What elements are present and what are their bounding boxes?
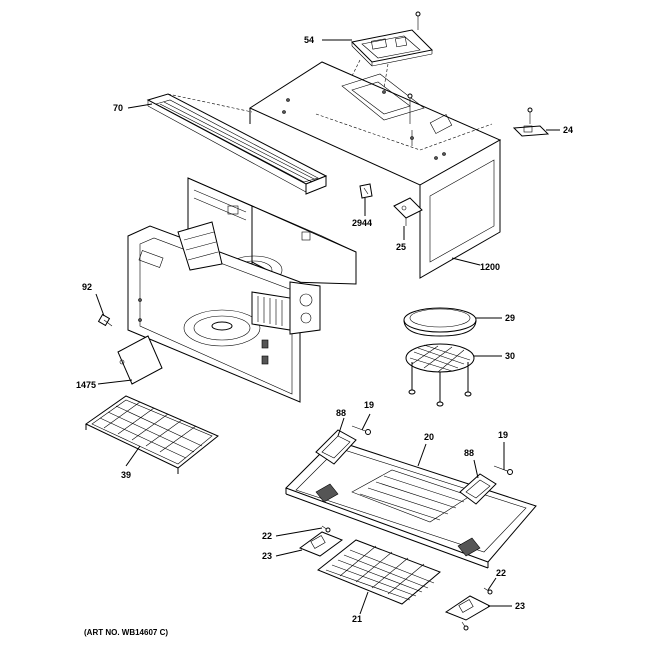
callout-39: 39 bbox=[121, 470, 131, 480]
art-number: (ART NO. WB14607 C) bbox=[84, 628, 168, 637]
callout-30: 30 bbox=[505, 351, 515, 361]
callout-88-left: 88 bbox=[336, 408, 346, 418]
part-23-lamp-cover-left bbox=[298, 531, 344, 557]
part-20-bottom-plate bbox=[285, 439, 537, 569]
part-19-screw-left bbox=[351, 425, 371, 435]
part-92-screw bbox=[97, 313, 113, 327]
part-1475-cover bbox=[117, 335, 163, 385]
part-22-screw-right bbox=[461, 587, 493, 631]
part-2944-clip bbox=[359, 183, 373, 199]
part-30-stand-rack bbox=[405, 343, 475, 407]
callout-23-right: 23 bbox=[515, 601, 525, 611]
leader-lines bbox=[95, 39, 560, 615]
part-88-lamp-socket-right bbox=[459, 473, 497, 505]
part-22-screw-left bbox=[321, 525, 331, 533]
callout-88-right: 88 bbox=[464, 448, 474, 458]
callout-1200: 1200 bbox=[480, 262, 500, 272]
part-39-oven-rack bbox=[85, 395, 219, 474]
callout-19-left: 19 bbox=[364, 400, 374, 410]
part-70-vent-grille bbox=[146, 93, 328, 195]
part-54-top-bracket bbox=[350, 11, 434, 101]
part-23-lamp-cover-right bbox=[444, 595, 492, 621]
front-chassis bbox=[127, 221, 321, 403]
part-24-clip bbox=[512, 107, 550, 137]
callout-54: 54 bbox=[304, 35, 314, 45]
callout-2944: 2944 bbox=[352, 218, 372, 228]
callout-labels: 54 70 24 2944 25 1200 92 29 30 1475 39 8… bbox=[76, 35, 573, 624]
part-21-grease-filter bbox=[317, 539, 441, 605]
callout-29: 29 bbox=[505, 313, 515, 323]
callout-21: 21 bbox=[352, 614, 362, 624]
part-19-screw-right bbox=[493, 465, 513, 475]
part-25-bracket bbox=[393, 197, 423, 226]
callout-22-right: 22 bbox=[496, 568, 506, 578]
callout-20: 20 bbox=[424, 432, 434, 442]
part-29-turntable-tray bbox=[403, 307, 477, 337]
callout-19-right: 19 bbox=[498, 430, 508, 440]
part-88-lamp-socket-left bbox=[315, 429, 357, 465]
callout-22-left: 22 bbox=[262, 531, 272, 541]
callout-25: 25 bbox=[396, 242, 406, 252]
part-1200-outer-cabinet bbox=[248, 61, 502, 279]
callout-70: 70 bbox=[113, 103, 123, 113]
callout-1475: 1475 bbox=[76, 380, 96, 390]
callout-24: 24 bbox=[563, 125, 573, 135]
callout-23-left: 23 bbox=[262, 551, 272, 561]
callout-92: 92 bbox=[82, 282, 92, 292]
